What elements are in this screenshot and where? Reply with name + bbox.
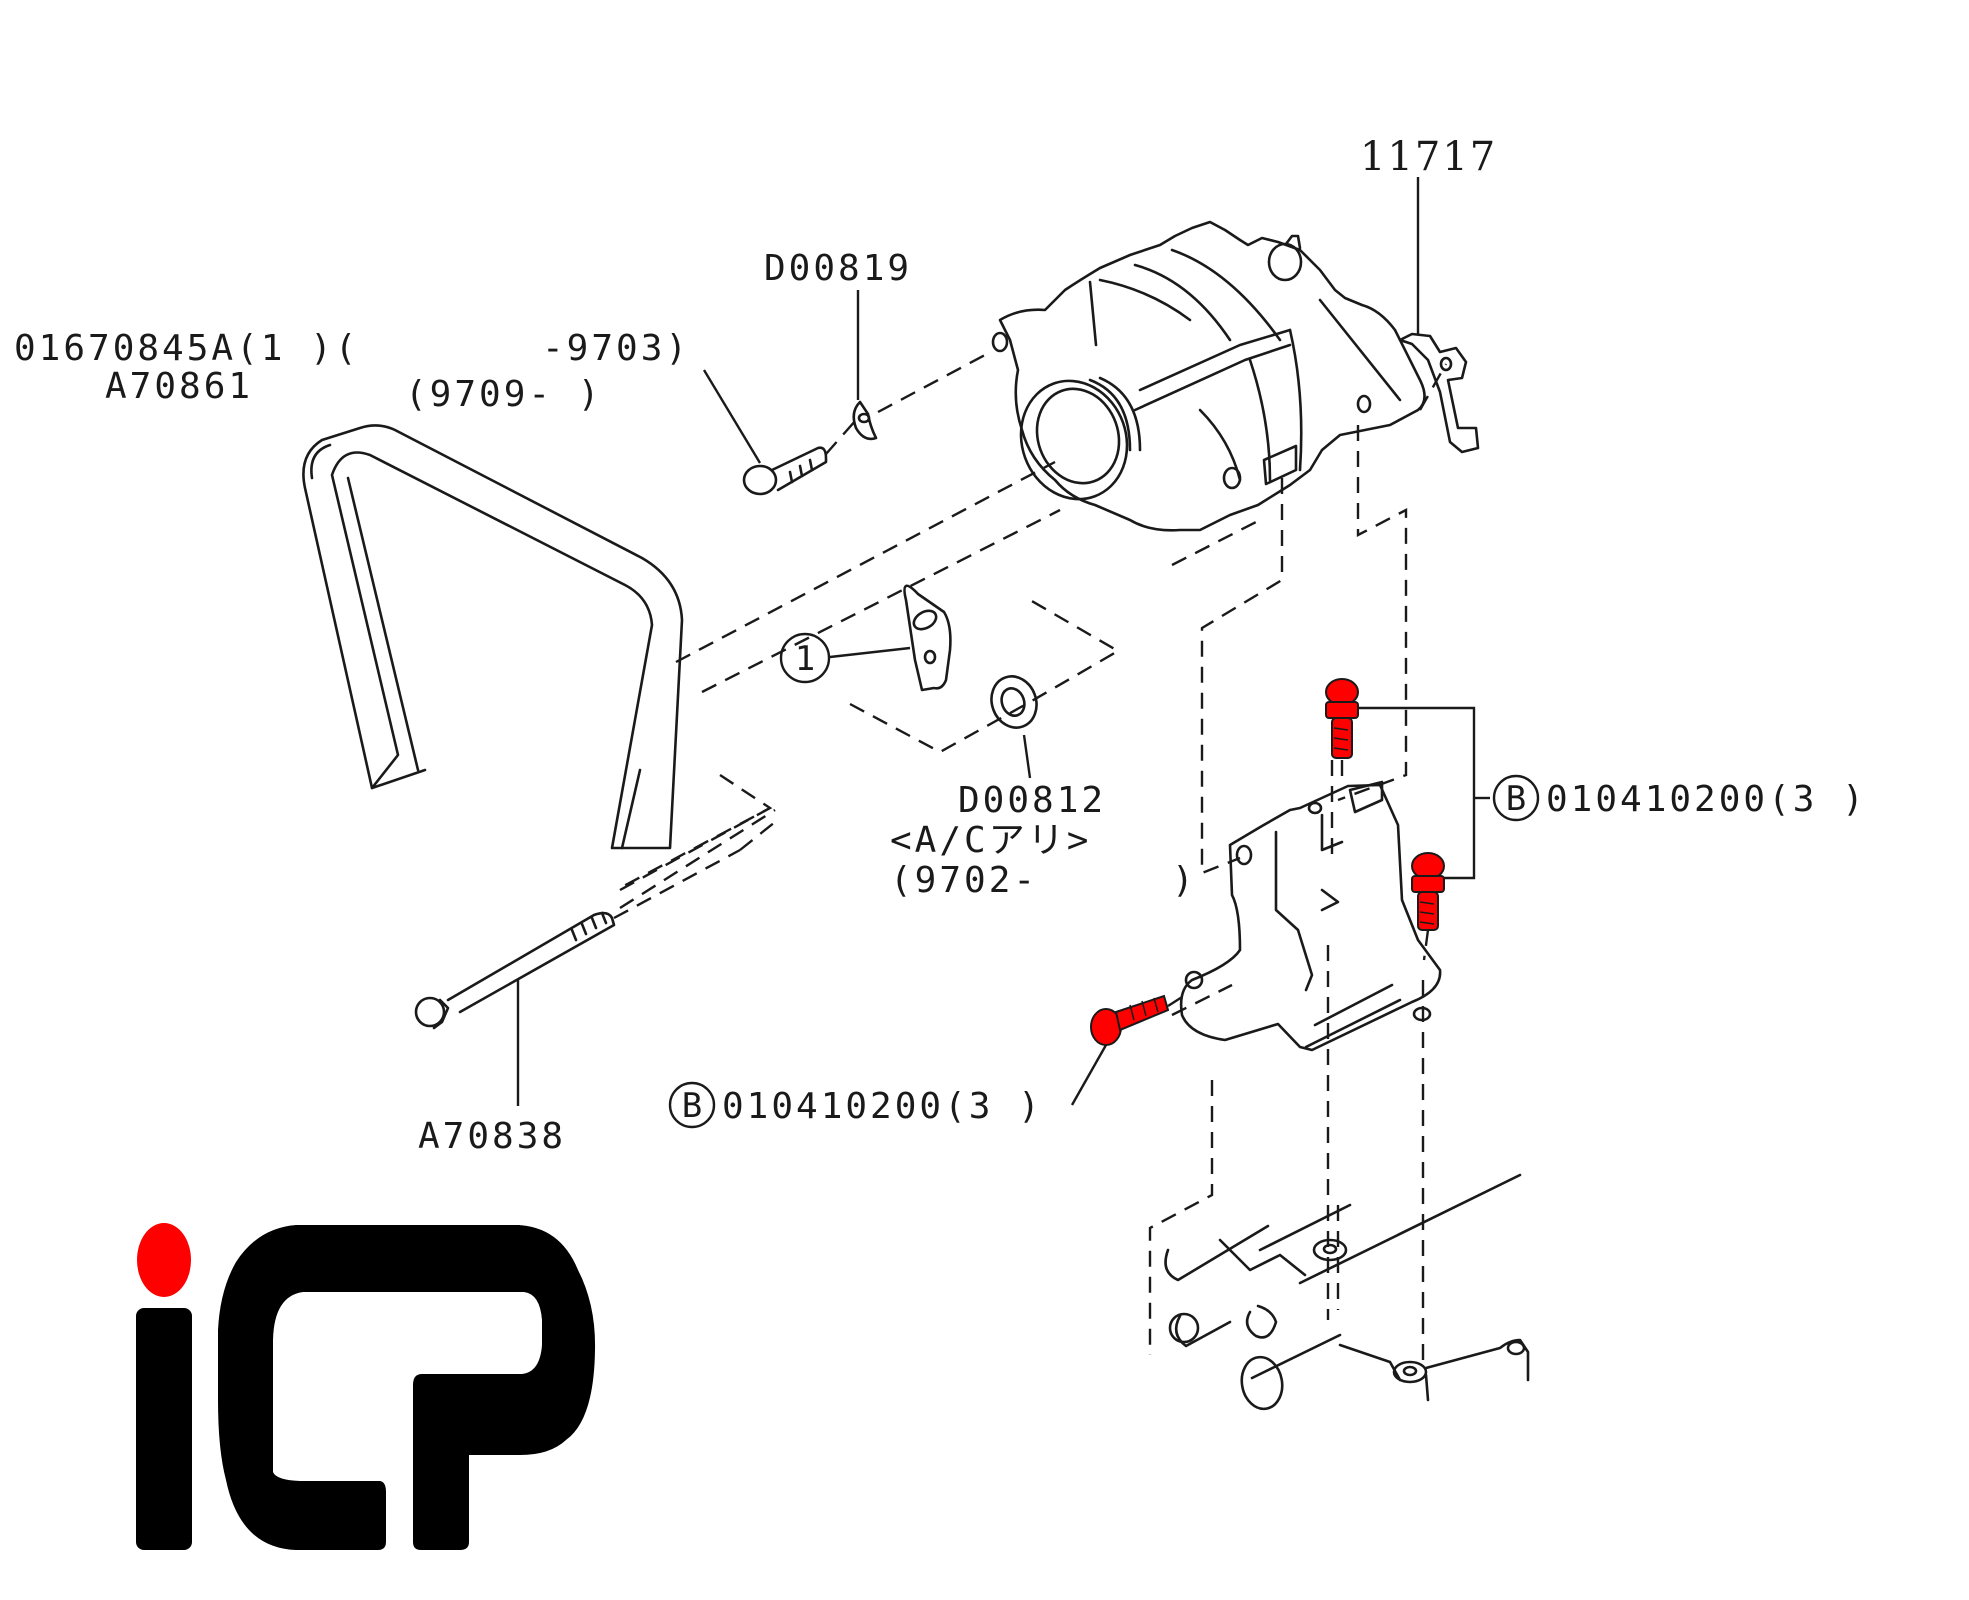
callout-d00819: D00819 bbox=[764, 248, 912, 400]
long-bolt bbox=[414, 911, 616, 1106]
label-d00812: D00812 bbox=[958, 780, 1106, 821]
v-belt bbox=[302, 424, 684, 850]
bolt-010410200-lower bbox=[1090, 994, 1170, 1046]
icp-logo bbox=[136, 1223, 596, 1550]
label-b-right: B bbox=[1506, 779, 1526, 819]
engine-mount-area bbox=[1164, 1173, 1530, 1411]
bolt-010410200-middle bbox=[1411, 852, 1445, 931]
alternator-bracket bbox=[1179, 780, 1442, 1052]
callout-ref-1: 1 bbox=[779, 632, 831, 684]
label-date-to-9703: -9703) bbox=[542, 328, 690, 369]
top-washer bbox=[852, 400, 878, 441]
callout-bolt-right: B 010410200(3 ) bbox=[1492, 774, 1867, 822]
top-bolt bbox=[742, 446, 828, 496]
logo-letter-p bbox=[413, 1225, 596, 1550]
logo-red-dot bbox=[137, 1223, 191, 1297]
label-a70861: A70861 bbox=[105, 366, 253, 407]
logo-letter-i bbox=[136, 1308, 192, 1550]
callout-bolt-top: 01670845A(1 )( -9703) A70861 (9709- ) bbox=[14, 328, 762, 464]
logo-letter-c bbox=[218, 1225, 520, 1550]
callout-bolt-left: B 010410200(3 ) bbox=[668, 1081, 1043, 1129]
adjust-link-1 bbox=[829, 584, 952, 692]
label-11717: 11717 bbox=[1360, 134, 1497, 180]
label-date-from-9709: (9709- ) bbox=[405, 374, 602, 415]
label-ref-1: 1 bbox=[795, 639, 815, 679]
label-ac-note: <A/Cアリ> bbox=[890, 820, 1091, 861]
callout-d00812: D00812 <A/Cアリ> (9702- ) bbox=[890, 780, 1197, 901]
spacer-d00812 bbox=[990, 675, 1038, 779]
label-b-left: B bbox=[682, 1086, 702, 1126]
label-01670845a: 01670845A(1 )( bbox=[14, 328, 359, 369]
label-a70838: A70838 bbox=[418, 1116, 566, 1157]
callout-11717: 11717 bbox=[1360, 134, 1497, 180]
label-010410200-left: 010410200(3 ) bbox=[722, 1086, 1043, 1127]
alternator bbox=[991, 220, 1426, 532]
label-d00819: D00819 bbox=[764, 248, 912, 289]
label-010410200-right: 010410200(3 ) bbox=[1546, 779, 1867, 820]
bolt-010410200-upper bbox=[1325, 678, 1359, 759]
bracket-11717 bbox=[1398, 177, 1480, 454]
label-date-9702: (9702- bbox=[890, 860, 1038, 901]
label-date-close: ) bbox=[1172, 860, 1197, 901]
callout-a70838: A70838 bbox=[418, 1116, 566, 1157]
